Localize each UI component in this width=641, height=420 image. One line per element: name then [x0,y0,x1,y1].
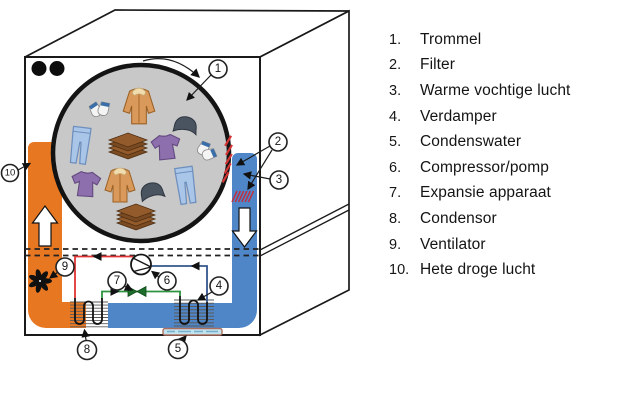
legend-label: Warme vochtige lucht [420,81,571,99]
callout-arrows [17,74,273,345]
evaporator-coil-tube [179,296,208,325]
legend-item: 7. Expansie apparaat [378,181,640,207]
svg-text:1: 1 [215,63,221,75]
callout-10: 10 [0,163,20,183]
callout-3: 3 [269,170,289,190]
callout-5: 5 [167,338,189,360]
legend-label: Compressor/pomp [420,158,549,176]
fan-icon [29,269,52,293]
svg-text:2: 2 [275,136,281,148]
legend-number: 8. [389,210,402,227]
side-panel-seam-lines [259,203,350,257]
legend-item: 8. Condensor [378,206,640,232]
legend-label: Filter [420,56,456,74]
legend-number: 4. [389,108,402,125]
refrigerant-suction-line [151,265,208,302]
callout-9: 9 [55,257,75,277]
legend-number: 1. [389,31,402,48]
legend-label: Ventilator [420,235,486,253]
control-knob-icon [31,61,47,76]
condensate-tray [162,327,223,336]
legend-item: 3. Warme vochtige lucht [378,78,640,104]
compressor-icon [130,253,152,276]
legend-number: 2. [389,57,402,74]
legend-label: Hete droge lucht [420,261,536,279]
legend-number: 9. [389,236,402,253]
callout-8: 8 [76,339,98,361]
legend-item: 9. Ventilator [378,232,640,258]
svg-text:8: 8 [84,344,90,356]
refrigerant-hot-line [74,255,133,298]
svg-text:4: 4 [216,280,223,292]
legend-list: 1. Trommel 2. Filter 3. Warme vochtige luch… [378,27,640,283]
dryer-machine-drawing: 1 2 3 4 5 6 7 8 9 10 [0,9,350,361]
condenser-coil-tube [74,298,103,325]
svg-text:5: 5 [175,343,181,355]
callout-markers: 1 2 3 4 5 6 7 8 9 10 [0,59,289,361]
svg-text:6: 6 [164,275,170,287]
legend-item: 10. Hete droge lucht [378,257,640,283]
callout-7: 7 [107,271,127,291]
svg-text:10: 10 [5,168,16,179]
legend-item: 2. Filter [378,53,640,79]
legend-label: Trommel [420,30,482,48]
callout-4: 4 [209,276,229,296]
callout-2: 2 [268,132,288,152]
legend-number: 5. [389,134,402,151]
callout-1: 1 [208,59,228,79]
drum-inlet-perforations [51,145,65,196]
up-arrow-icon [31,204,59,247]
filter-marks-drum-rim [221,135,233,183]
rotation-arrow-icon [142,58,201,78]
legend-number: 10. [389,262,410,279]
legend-label: Condenswater [420,133,522,151]
svg-text:9: 9 [62,261,68,273]
down-arrow-icon [231,207,258,248]
warm-moist-air-duct [108,153,257,328]
legend-label: Condensor [420,209,497,227]
legend-item: 6. Compressor/pomp [378,155,640,181]
control-knob-icon [49,61,65,76]
legend-item: 1. Trommel [378,27,640,53]
legend-number: 3. [389,82,402,99]
filter-marks-duct [231,190,255,203]
legend-label: Verdamper [420,107,497,125]
legend-label: Expansie apparaat [420,184,551,202]
legend-number: 7. [389,185,402,202]
svg-text:3: 3 [276,174,282,186]
svg-text:7: 7 [114,275,120,287]
legend-item: 5. Condenswater [378,129,640,155]
legend-number: 6. [389,159,402,176]
legend-item: 4. Verdamper [378,104,640,130]
callout-6: 6 [157,271,177,291]
